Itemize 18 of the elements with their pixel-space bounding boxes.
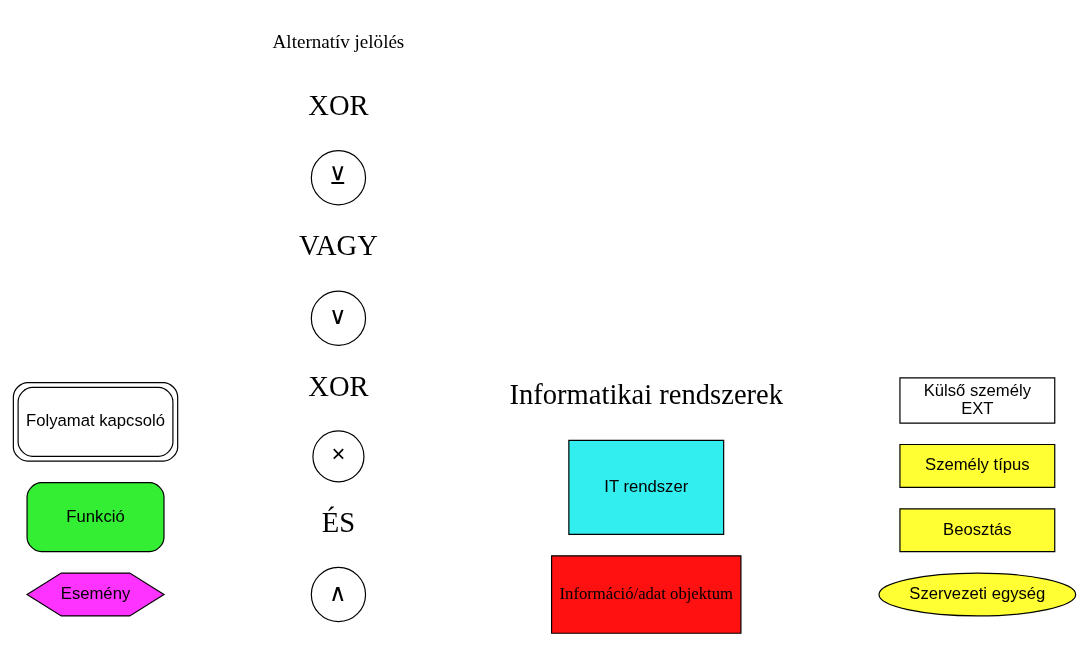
node-box: Információ/adat objektum	[551, 555, 742, 634]
node-box: Funkció	[26, 482, 165, 553]
node-circle: ∨	[310, 290, 367, 346]
node-label: Informatikai rendszerek	[509, 379, 784, 411]
node-label: VAGY	[299, 230, 378, 262]
node-box: Folyamat kapcsoló	[12, 381, 179, 462]
node-circle: ⊻	[310, 150, 367, 206]
node-box: Külső személy EXT	[899, 377, 1056, 424]
label: Alternatív jelölés	[272, 30, 405, 52]
node-label: XOR	[308, 370, 369, 402]
node-circle: ∧	[310, 566, 367, 623]
node-ellipse: Szervezeti egység	[878, 572, 1077, 617]
node-label: XOR	[308, 89, 369, 121]
node-box: Beosztás	[899, 508, 1056, 553]
node-circle: ×	[312, 430, 365, 483]
node-box: Személy típus	[899, 443, 1056, 488]
node-label: ÉS	[321, 506, 356, 538]
node-box: IT rendszer	[568, 439, 725, 535]
